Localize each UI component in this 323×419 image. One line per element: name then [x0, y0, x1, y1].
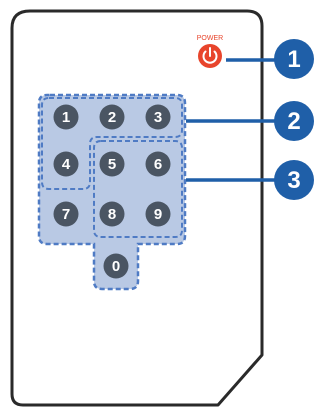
key-9-label: 9 [154, 206, 162, 223]
group-2-region [41, 97, 183, 190]
key-4-label: 4 [62, 156, 71, 173]
callout-1-label: 1 [287, 46, 300, 73]
power-icon [202, 47, 218, 64]
group-3-region [93, 140, 183, 238]
key-7-label: 7 [62, 206, 70, 223]
callout-2-label: 2 [287, 108, 300, 135]
power-caption: POWER [197, 35, 223, 42]
key-0-label: 0 [112, 258, 120, 275]
key-5-label: 5 [108, 156, 116, 173]
key-0[interactable]: 0 [103, 253, 129, 279]
callout-2-badge: 2 [274, 101, 314, 141]
key-5[interactable]: 5 [99, 151, 125, 177]
keypad-group-region [37, 93, 187, 291]
key-7[interactable]: 7 [53, 201, 79, 227]
callout-3-label: 3 [287, 167, 300, 194]
key-1-label: 1 [62, 109, 70, 126]
key-8-label: 8 [108, 206, 116, 223]
key-1[interactable]: 1 [53, 104, 79, 130]
callout-1-badge: 1 [274, 39, 314, 79]
key-3-label: 3 [154, 109, 162, 126]
key-4[interactable]: 4 [53, 151, 79, 177]
key-8[interactable]: 8 [99, 201, 125, 227]
callout-3-badge: 3 [274, 160, 314, 200]
key-9[interactable]: 9 [145, 201, 171, 227]
key-6-label: 6 [154, 156, 162, 173]
key-2-label: 2 [108, 109, 116, 126]
key-2[interactable]: 2 [99, 104, 125, 130]
key-6[interactable]: 6 [145, 151, 171, 177]
power-button[interactable] [198, 44, 222, 68]
key-3[interactable]: 3 [145, 104, 171, 130]
